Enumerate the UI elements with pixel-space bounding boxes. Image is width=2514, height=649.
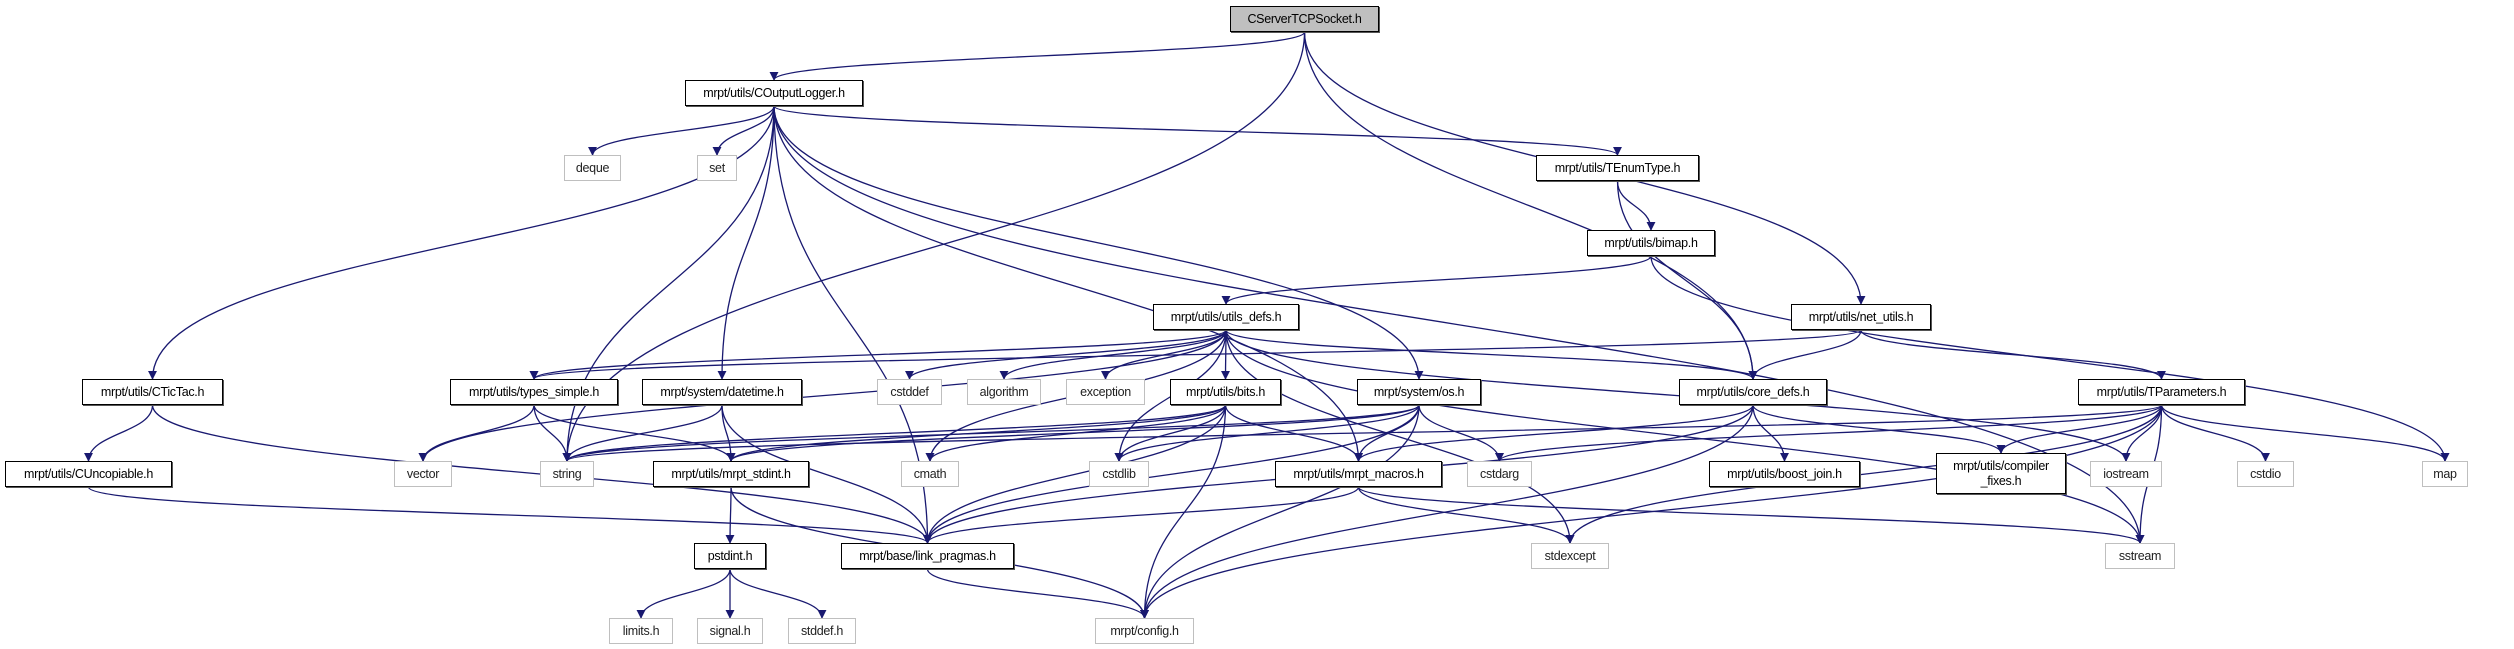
edge-logger-to-deque xyxy=(588,105,775,156)
edge-utilsdefs-to-stdexcept xyxy=(1225,329,1575,544)
node-stdexcept: stdexcept xyxy=(1531,543,1609,569)
edge-bimap-to-map xyxy=(1650,255,2450,462)
node-cstddef: cstddef xyxy=(877,379,942,405)
edge-logger-to-tenum xyxy=(773,105,1622,156)
edge-coredefs-to-config xyxy=(1139,404,1754,619)
edge-coredefs-to-compfix xyxy=(1752,404,2006,454)
edge-tparams-to-cstdio xyxy=(2160,404,2271,462)
edge-tparams-to-iostream xyxy=(2121,404,2163,462)
edge-tparams-to-compfix xyxy=(1996,404,2163,454)
edge-logger-to-os xyxy=(773,105,1424,380)
edge-stdint-to-pstdint xyxy=(725,486,735,544)
node-exception: exception xyxy=(1066,379,1145,405)
node-utilsdefs[interactable]: mrpt/utils/utils_defs.h xyxy=(1153,304,1299,330)
node-cstdio: cstdio xyxy=(2237,461,2294,487)
edge-logger-to-macros xyxy=(773,105,1364,462)
edge-types-to-vector xyxy=(418,404,535,462)
node-string: string xyxy=(540,461,594,487)
edge-bits-to-cstdlib xyxy=(1114,404,1227,462)
edge-utilsdefs-to-algorithm xyxy=(999,329,1227,380)
edge-coredefs-to-boostjoin xyxy=(1752,404,1790,462)
node-bits[interactable]: mrpt/utils/bits.h xyxy=(1170,379,1281,405)
node-signal: signal.h xyxy=(697,618,763,644)
edge-pstdint-to-limits xyxy=(636,568,731,619)
edge-types-to-string xyxy=(533,404,572,462)
edge-logger-to-datetime xyxy=(717,105,775,380)
edge-root-to-string xyxy=(562,31,1306,462)
edge-os-to-linkprag xyxy=(923,404,1420,544)
edge-uncopiable-to-linkprag xyxy=(87,486,932,544)
node-cstdlib: cstdlib xyxy=(1089,461,1149,487)
node-bimap[interactable]: mrpt/utils/bimap.h xyxy=(1587,230,1715,256)
edge-bits-to-string xyxy=(562,404,1227,462)
node-boostjoin[interactable]: mrpt/utils/boost_join.h xyxy=(1709,461,1860,487)
edge-netutils-to-tparams xyxy=(1860,329,2166,380)
edge-os-to-stdint xyxy=(726,404,1420,462)
edge-os-to-cstdlib xyxy=(1114,404,1420,462)
edge-tparams-to-string xyxy=(562,404,2163,462)
edge-logger-to-tictac xyxy=(147,105,775,380)
edge-logger-to-set xyxy=(712,105,775,156)
edge-os-to-cstdarg xyxy=(1418,404,1505,462)
edge-utilsdefs-to-types xyxy=(529,329,1227,380)
edge-tparams-to-cstdarg xyxy=(1495,404,2163,462)
edge-bits-to-macros xyxy=(1224,404,1364,462)
edge-os-to-string xyxy=(562,404,1420,462)
node-linkprag[interactable]: mrpt/base/link_pragmas.h xyxy=(841,543,1014,569)
node-root[interactable]: CServerTCPSocket.h xyxy=(1230,6,1379,32)
edge-netutils-to-types xyxy=(529,329,1862,380)
edge-utilsdefs-to-iostream xyxy=(1225,329,2131,462)
edge-macros-to-sstream xyxy=(1357,486,2145,544)
edge-datetime-to-linkprag xyxy=(721,404,933,544)
node-map: map xyxy=(2422,461,2468,487)
node-deque: deque xyxy=(564,155,621,181)
node-coredefs[interactable]: mrpt/utils/core_defs.h xyxy=(1679,379,1827,405)
node-tictac[interactable]: mrpt/utils/CTicTac.h xyxy=(82,379,223,405)
edge-coredefs-to-macros xyxy=(1354,404,1754,462)
node-stdint[interactable]: mrpt/utils/mrpt_stdint.h xyxy=(653,461,809,487)
node-macros[interactable]: mrpt/utils/mrpt_macros.h xyxy=(1275,461,1442,487)
edge-tictac-to-uncopiable xyxy=(83,404,154,462)
node-vector: vector xyxy=(394,461,452,487)
node-tenum[interactable]: mrpt/utils/TEnumType.h xyxy=(1536,155,1699,181)
edge-netutils-to-coredefs xyxy=(1748,329,1862,380)
node-cstdarg: cstdarg xyxy=(1467,461,1532,487)
edge-root-to-logger xyxy=(769,31,1306,81)
node-stddef: stddef.h xyxy=(788,618,856,644)
edge-types-to-stdint xyxy=(533,404,736,462)
node-tparams[interactable]: mrpt/utils/TParameters.h xyxy=(2078,379,2245,405)
edge-utilsdefs-to-cstddef xyxy=(905,329,1227,380)
node-sstream: sstream xyxy=(2105,543,2175,569)
node-config: mrpt/config.h xyxy=(1095,618,1194,644)
node-types[interactable]: mrpt/utils/types_simple.h xyxy=(450,379,618,405)
node-cmath: cmath xyxy=(901,461,959,487)
edge-tparams-to-map xyxy=(2160,404,2450,462)
edge-bits-to-config xyxy=(1139,404,1227,619)
node-pstdint[interactable]: pstdint.h xyxy=(694,543,766,569)
node-limits: limits.h xyxy=(609,618,673,644)
edge-bimap-to-utilsdefs xyxy=(1221,255,1652,305)
edge-os-to-config xyxy=(1139,404,1420,619)
node-set: set xyxy=(697,155,737,181)
edge-macros-to-stdexcept xyxy=(1357,486,1575,544)
edge-pstdint-to-stddef xyxy=(729,568,827,619)
node-algorithm: algorithm xyxy=(967,379,1041,405)
node-netutils[interactable]: mrpt/utils/net_utils.h xyxy=(1791,304,1931,330)
node-compfix[interactable]: mrpt/utils/compiler _fixes.h xyxy=(1936,453,2066,494)
node-uncopiable[interactable]: mrpt/utils/CUncopiable.h xyxy=(5,461,172,487)
edge-tenum-to-coredefs xyxy=(1616,180,1758,380)
edge-tparams-to-stdexcept xyxy=(1565,404,2163,544)
edge-linkprag-to-config xyxy=(926,568,1149,619)
edge-tenum-to-bimap xyxy=(1616,180,1656,231)
edge-bits-to-linkprag xyxy=(922,404,1227,544)
node-datetime[interactable]: mrpt/system/datetime.h xyxy=(642,379,802,405)
node-os[interactable]: mrpt/system/os.h xyxy=(1357,379,1481,405)
edge-utilsdefs-to-coredefs xyxy=(1225,329,1758,380)
edge-datetime-to-string xyxy=(562,404,723,462)
edge-macros-to-linkprag xyxy=(923,486,1360,544)
edge-root-to-coredefs xyxy=(1303,31,1758,380)
node-iostream: iostream xyxy=(2090,461,2162,487)
node-logger[interactable]: mrpt/utils/COutputLogger.h xyxy=(685,80,863,106)
